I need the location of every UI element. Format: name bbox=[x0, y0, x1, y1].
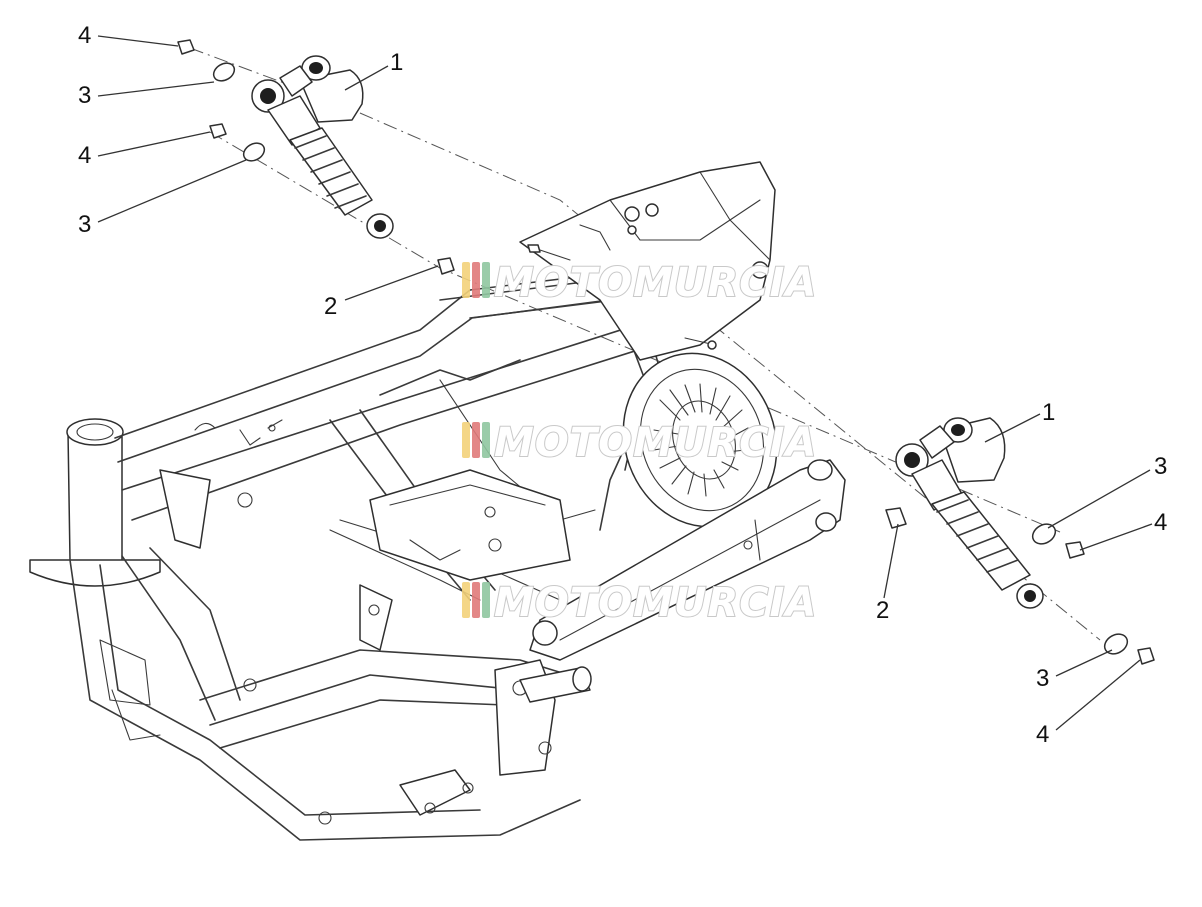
rear-axle-tube bbox=[519, 666, 592, 703]
callout-4-top-a: 4 bbox=[78, 22, 91, 49]
pin-2-bottom bbox=[885, 507, 907, 529]
callout-1-top: 1 bbox=[390, 49, 403, 76]
watermark-stripe bbox=[462, 262, 470, 298]
fasteners-bottom bbox=[885, 507, 1155, 665]
callout-2-top: 2 bbox=[324, 293, 337, 320]
callout-3-top-b: 3 bbox=[78, 211, 91, 238]
watermark-stripe bbox=[482, 582, 490, 618]
swingarm bbox=[529, 459, 846, 661]
motorcycle-frame bbox=[29, 261, 701, 841]
callout-labels: 4 3 4 3 1 2 1 3 4 2 3 4 bbox=[78, 22, 1167, 748]
callout-4-top-b: 4 bbox=[78, 142, 91, 169]
callout-3-top-a: 3 bbox=[78, 82, 91, 109]
watermark-stripe bbox=[482, 422, 490, 458]
callout-2-bottom: 2 bbox=[876, 597, 889, 624]
watermark-bottom: MOTOMURCIA bbox=[462, 579, 817, 627]
bolt-4-bottom-b bbox=[1137, 647, 1155, 665]
callout-4-bottom-b: 4 bbox=[1036, 721, 1049, 748]
watermark-logo-text: MOTOMURCIA bbox=[494, 260, 817, 306]
shock-absorber-bottom bbox=[895, 417, 1044, 609]
watermark-stripe bbox=[462, 422, 470, 458]
callout-leaders bbox=[97, 35, 1153, 731]
fasteners-top bbox=[177, 39, 455, 275]
watermark-logo-text: MOTOMURCIA bbox=[494, 580, 817, 626]
bolt-4-bottom-a bbox=[1065, 541, 1085, 559]
washer-3-bottom-b bbox=[1103, 633, 1129, 655]
axis-line-left bbox=[189, 47, 1101, 641]
watermark-stripe bbox=[472, 582, 480, 618]
bolt-4-top-a bbox=[177, 39, 195, 55]
callout-3-bottom-b: 3 bbox=[1036, 665, 1049, 692]
washer-3-top-a bbox=[212, 62, 236, 82]
washer-3-bottom-a bbox=[1031, 523, 1057, 545]
hub-ribs bbox=[653, 383, 749, 497]
callout-4-bottom-a: 4 bbox=[1154, 509, 1167, 536]
watermark-stripe bbox=[482, 262, 490, 298]
watermark-stripe bbox=[472, 422, 480, 458]
gearbox-housing bbox=[519, 161, 776, 361]
washer-3-top-b bbox=[242, 142, 266, 162]
callout-3-bottom-a: 3 bbox=[1154, 453, 1167, 480]
watermark-middle: MOTOMURCIA bbox=[462, 419, 817, 467]
callout-1-bottom: 1 bbox=[1042, 399, 1055, 426]
watermark-stripe bbox=[462, 582, 470, 618]
shock-absorber-top bbox=[251, 55, 394, 239]
shock-spring-top bbox=[289, 127, 373, 216]
pin-2-top bbox=[437, 257, 455, 275]
bolt-4-top-b bbox=[209, 123, 227, 139]
shock-spring-bottom bbox=[931, 491, 1031, 591]
watermark-top: MOTOMURCIA bbox=[462, 259, 817, 307]
final-drive-wheel-hub bbox=[622, 352, 778, 528]
watermark-logo-text: MOTOMURCIA bbox=[494, 420, 817, 466]
electrics-tray bbox=[369, 469, 571, 581]
watermark-stripe bbox=[472, 262, 480, 298]
steering-head bbox=[29, 418, 161, 587]
